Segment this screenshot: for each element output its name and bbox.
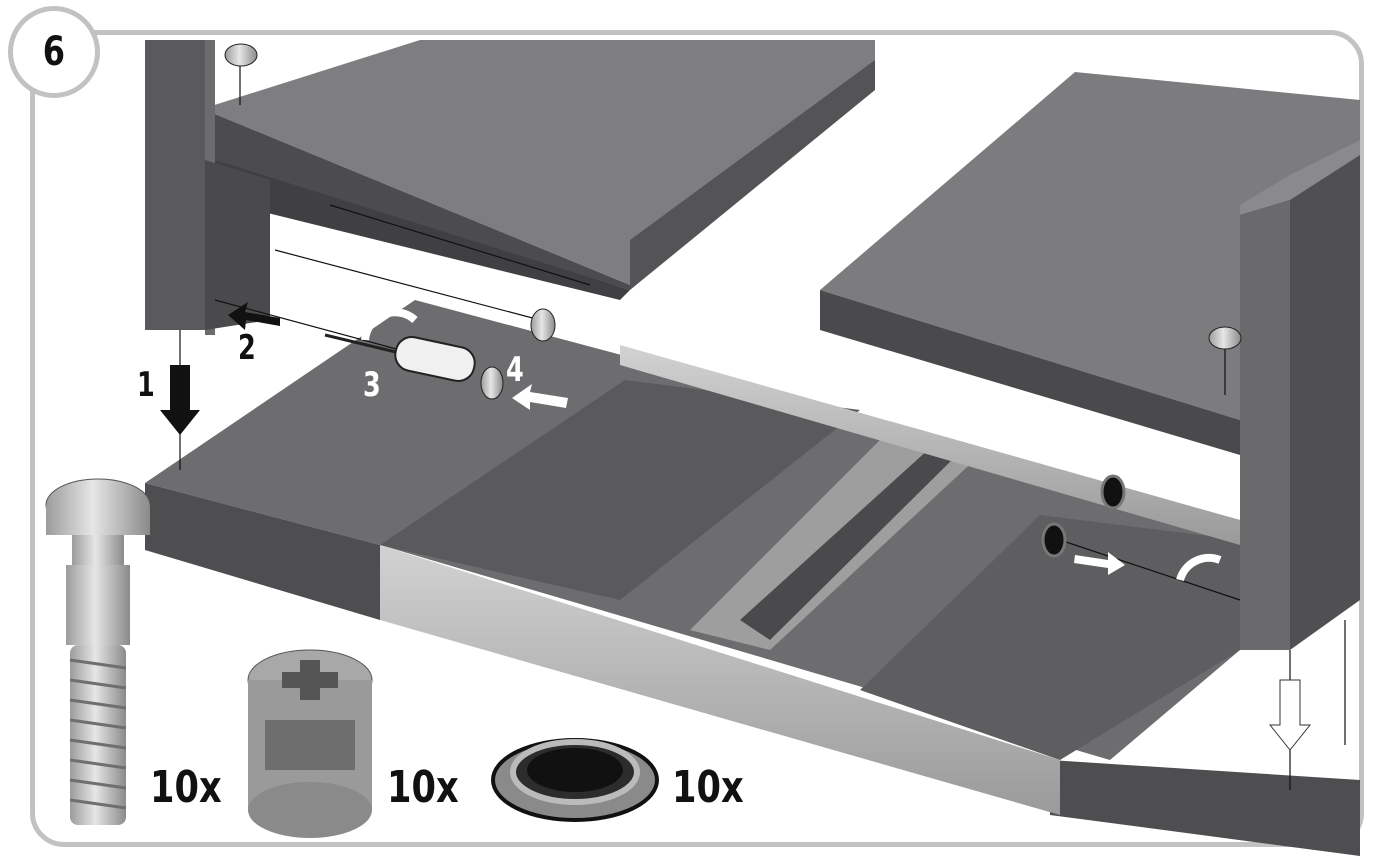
base-panel	[145, 300, 1360, 856]
cam-lock-nut-icon	[247, 649, 373, 838]
callout-3: 3	[363, 365, 381, 405]
rotate-arrow-icon	[361, 308, 418, 341]
cam-bolt-icon	[45, 478, 151, 825]
callout-2: 2	[238, 328, 256, 368]
callout-4: 4	[506, 350, 524, 390]
cover-cap	[480, 366, 504, 400]
right-arrow-white-icon	[1074, 552, 1125, 575]
down-arrow-white-icon	[1268, 679, 1312, 751]
callout-1: 1	[137, 365, 155, 405]
cover-cap	[530, 308, 556, 342]
cover-cap	[1208, 326, 1242, 350]
screwdriver-icon	[324, 333, 476, 382]
cover-cap	[1100, 474, 1126, 510]
step-number: 6	[42, 29, 66, 75]
left-arrow-black-icon	[228, 302, 280, 330]
cover-cap	[224, 43, 258, 67]
cam-lock-nut-quantity: 10x	[387, 762, 459, 813]
cam-bolt-quantity: 10x	[150, 762, 222, 813]
step-number-badge: 6	[8, 6, 100, 98]
cover-cap	[1041, 522, 1067, 558]
rotate-arrow-icon	[1176, 553, 1222, 582]
cover-cap-part-icon	[491, 738, 659, 822]
cover-cap-quantity: 10x	[672, 762, 744, 813]
step-frame	[30, 30, 1364, 847]
left-arrow-white-icon	[512, 384, 568, 410]
upper-left-shelf	[145, 40, 875, 335]
down-arrow-black-icon	[160, 365, 200, 435]
